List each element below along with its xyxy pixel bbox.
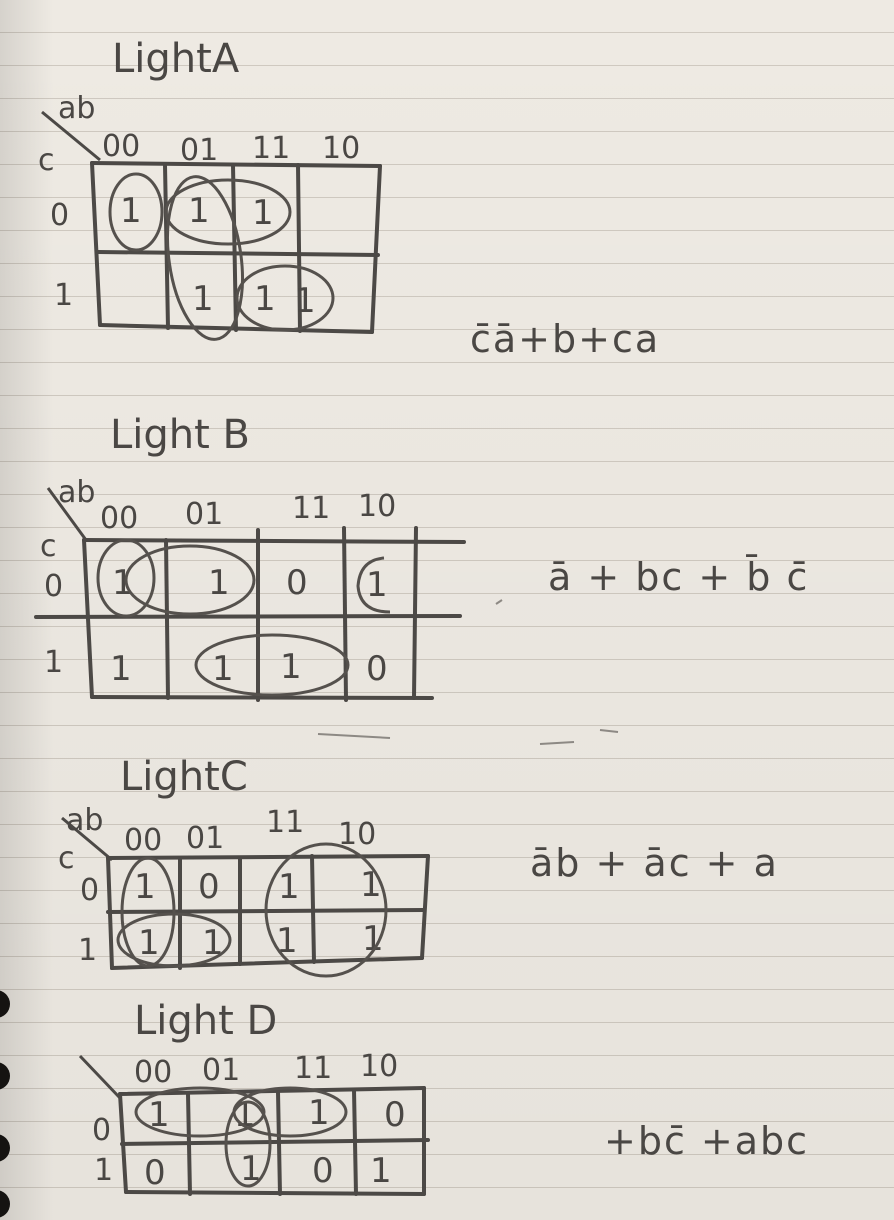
corner-divider (78, 1054, 122, 1100)
kmap-light-d: Light D 00 01 11 10 0 1 1 1 1 0 0 1 0 1 … (78, 998, 809, 1196)
row-header: 1 (78, 933, 97, 968)
row-header: 1 (94, 1153, 113, 1188)
corner-divider (46, 487, 88, 541)
corner-c-label: c (58, 841, 75, 876)
grouping-loop (166, 175, 244, 341)
cell-value: 0 (286, 563, 308, 603)
col-header: 11 (252, 131, 290, 166)
col-header: 00 (100, 501, 138, 536)
grouping-loop (194, 633, 350, 697)
stray-pencil-marks (317, 599, 619, 745)
cell-value: 1 (362, 919, 384, 959)
col-header: 11 (292, 491, 330, 526)
grouping-loop (235, 264, 335, 332)
binding-hole (0, 1190, 10, 1218)
col-header: 11 (294, 1051, 332, 1086)
cell-value: 0 (198, 867, 220, 907)
cell-value: 1 (208, 563, 230, 603)
row-header: 1 (44, 645, 63, 680)
cell-value: 1 (276, 921, 298, 961)
grouping-loop (116, 912, 232, 968)
cell-value: 1 (254, 279, 276, 319)
kmap-light-a: LightA ab c 00 01 11 10 0 1 1 1 1 1 1 1 (38, 36, 660, 361)
cell-value: 1 (240, 1149, 262, 1189)
row-header: 0 (92, 1113, 111, 1148)
grouping-loop (96, 538, 156, 618)
cell-value: 1 (188, 191, 210, 231)
cell-value: 1 (212, 649, 234, 689)
col-header: 01 (186, 821, 224, 856)
corner-ab-label: ab (58, 475, 95, 510)
binding-hole (0, 1134, 10, 1162)
cell-value: 0 (384, 1095, 406, 1135)
cell-value: 1 (148, 1095, 170, 1135)
cell-value: 1 (110, 649, 132, 689)
grouping-loop (120, 856, 176, 968)
boolean-expression: c̄ā+b+ca (470, 317, 660, 361)
cell-value: 1 (294, 281, 316, 321)
cell-value: 1 (120, 191, 142, 231)
corner-c-label: c (40, 529, 57, 564)
row-header: 0 (80, 873, 99, 908)
cell-value: 0 (144, 1153, 166, 1193)
map-title: LightC (120, 754, 248, 800)
grouping-loop (108, 172, 164, 252)
cell-value: 1 (252, 193, 274, 233)
cell-value: 0 (366, 649, 388, 689)
boolean-expression: +bc̄ +abc (604, 1119, 809, 1163)
cell-value: 1 (278, 867, 300, 907)
cell-value: 1 (280, 647, 302, 687)
col-header: 10 (322, 131, 360, 166)
cell-value: 1 (138, 923, 160, 963)
cell-value: 1 (370, 1151, 392, 1191)
cell-value: 0 (312, 1151, 334, 1191)
col-header: 10 (358, 489, 396, 524)
map-title: LightA (112, 36, 240, 82)
corner-ab-label: ab (66, 803, 103, 838)
col-header: 00 (102, 129, 140, 164)
map-title: Light B (110, 412, 250, 458)
boolean-expression: ā + bc + b̄ c̄ (548, 555, 809, 599)
binding-hole (0, 1062, 10, 1090)
row-header: 0 (44, 569, 63, 604)
grouping-loop (356, 556, 391, 614)
corner-ab-label: ab (58, 91, 95, 126)
grouping-loop (164, 178, 292, 246)
grouping-loop (264, 842, 388, 978)
cell-value: 1 (192, 279, 214, 319)
row-header: 1 (54, 278, 73, 313)
grouping-loop (124, 544, 256, 616)
cell-value: 1 (134, 867, 156, 907)
cell-value: 1 (366, 565, 388, 605)
grouping-loop (224, 1100, 272, 1188)
kmap-light-c: LightC ab c 00 01 11 10 0 1 1 0 1 1 1 1 … (58, 754, 779, 978)
cell-value: 1 (308, 1093, 330, 1133)
col-header: 00 (124, 823, 162, 858)
col-header: 11 (266, 805, 304, 840)
boolean-expression: āb + āc + a (530, 841, 779, 885)
cell-value: 1 (202, 923, 224, 963)
spiral-binding-holes (0, 990, 18, 1220)
kmap-grid (118, 1086, 430, 1196)
binding-hole (0, 990, 10, 1018)
kmap-grid (34, 526, 466, 702)
col-header: 01 (202, 1053, 240, 1088)
row-header: 0 (50, 198, 69, 233)
corner-divider (61, 816, 113, 862)
col-header: 10 (360, 1049, 398, 1084)
cell-value: 1 (360, 865, 382, 905)
col-header: 00 (134, 1055, 172, 1090)
kmap-grid (90, 161, 382, 334)
map-title: Light D (134, 998, 277, 1044)
kmap-light-b: Light B ab c 00 01 11 10 0 1 1 1 0 1 1 1… (34, 412, 809, 702)
corner-divider (41, 110, 101, 162)
corner-c-label: c (38, 143, 55, 178)
col-header: 01 (185, 497, 223, 532)
